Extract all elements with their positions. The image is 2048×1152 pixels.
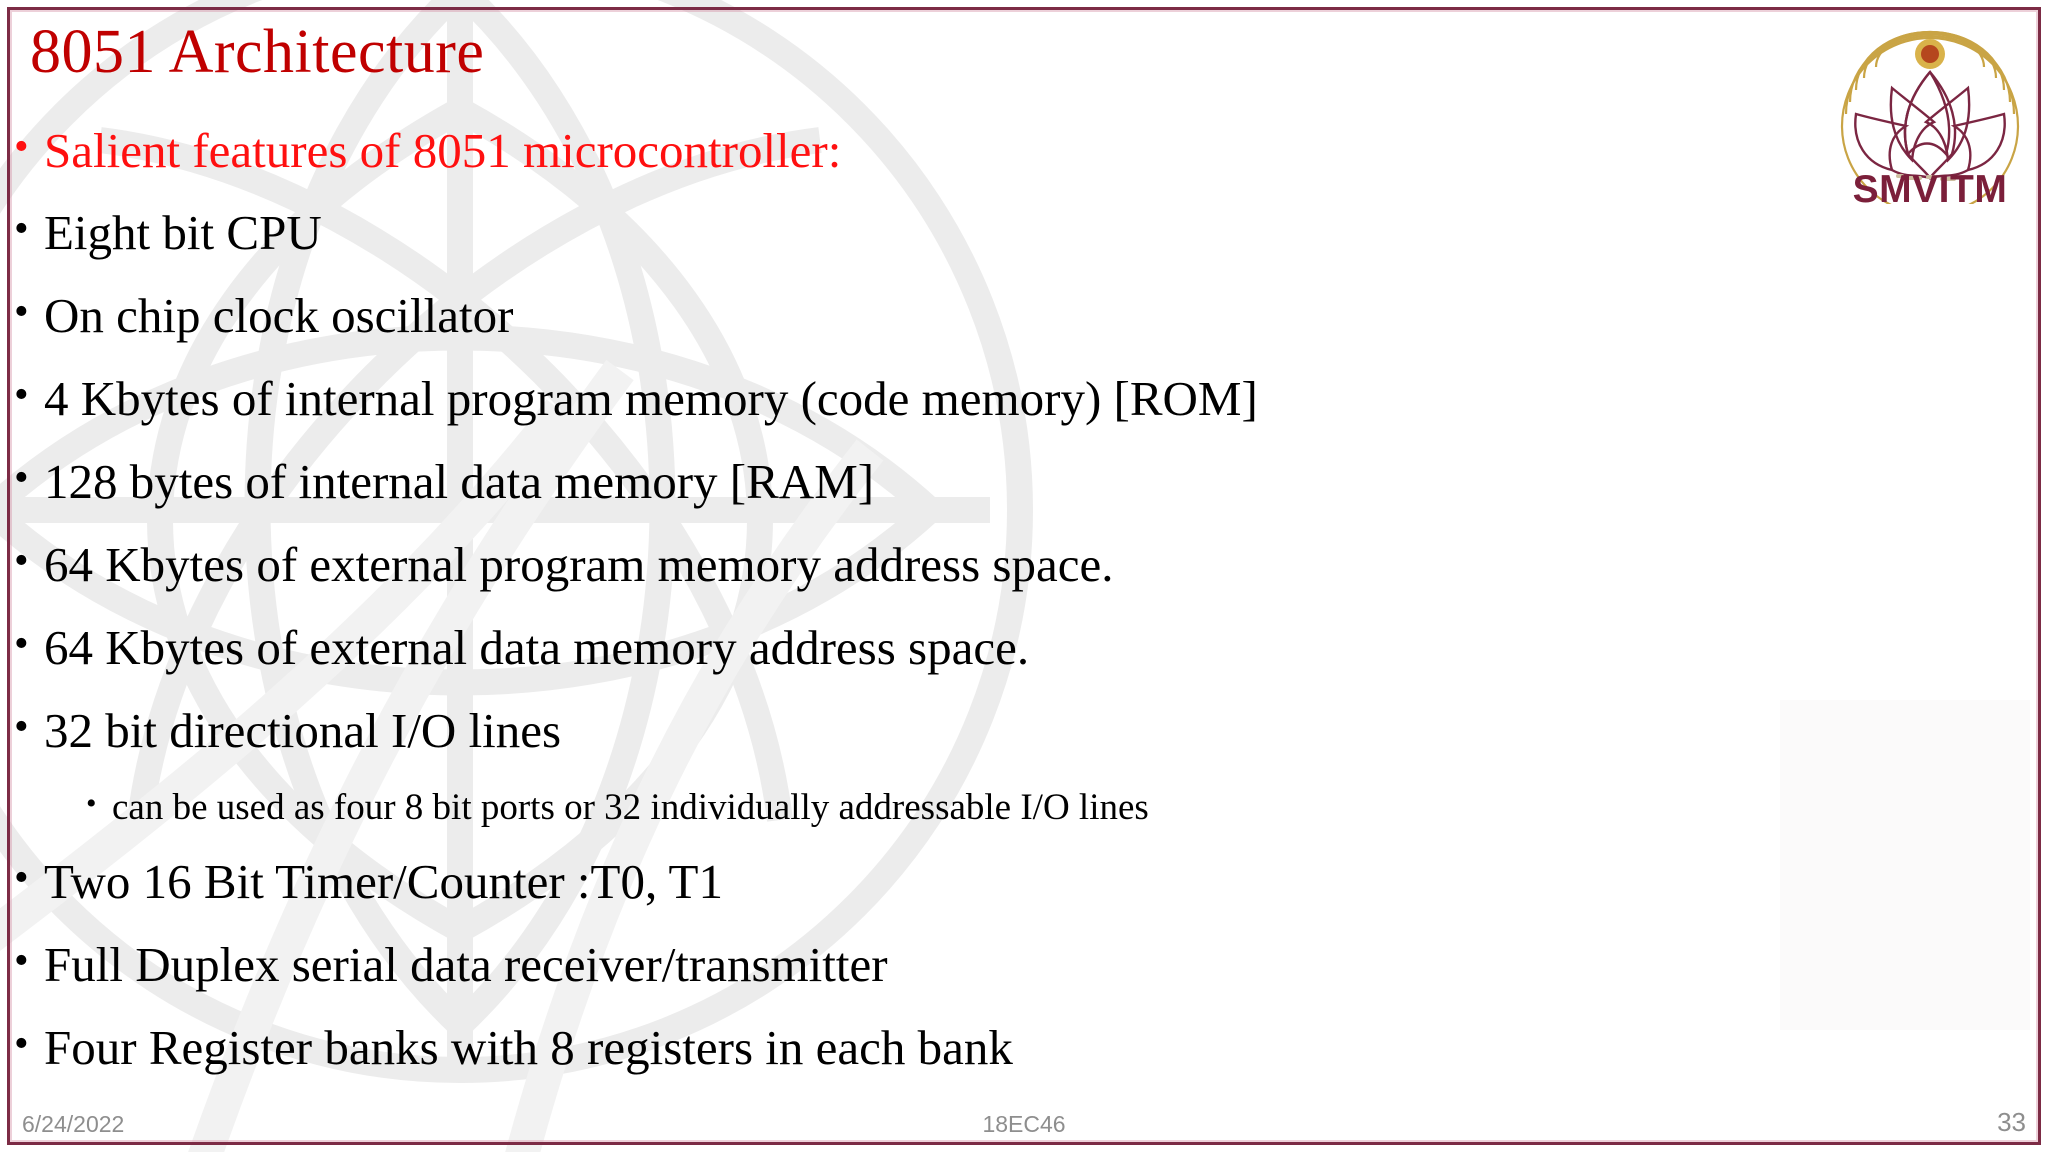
bullet-marker-icon: • <box>14 206 29 252</box>
bullet-text: Salient features of 8051 microcontroller… <box>44 123 842 178</box>
bullet-marker-icon: • <box>14 621 29 667</box>
bullet-marker-icon: • <box>14 289 29 335</box>
bullet-item: • Four Register banks with 8 registers in… <box>14 1023 1804 1072</box>
bullet-text: Full Duplex serial data receiver/transmi… <box>44 937 888 992</box>
bullet-item: • 64 Kbytes of external data memory addre… <box>14 623 1804 672</box>
bullet-marker-icon: • <box>14 372 29 418</box>
sub-bullet-item: • can be used as four 8 bit ports or 32 i… <box>86 787 1804 828</box>
bullet-marker-icon: • <box>14 1021 29 1067</box>
bullet-item: • 4 Kbytes of internal program memory (co… <box>14 374 1804 423</box>
bullet-item: • Full Duplex serial data receiver/transm… <box>14 940 1804 989</box>
bullet-text: Eight bit CPU <box>44 205 322 260</box>
bullet-text: 64 Kbytes of external program memory add… <box>44 537 1114 592</box>
bullet-item: • 32 bit directional I/O lines <box>14 706 1804 755</box>
bullet-item: • Salient features of 8051 microcontrolle… <box>14 126 1804 175</box>
bullet-item: • 128 bytes of internal data memory [RAM] <box>14 457 1804 506</box>
logo-sun <box>1915 39 1945 69</box>
bullet-marker-icon: • <box>14 455 29 501</box>
bullet-marker-icon: • <box>14 855 29 901</box>
bullet-marker-icon: • <box>86 787 97 820</box>
page-title: 8051 Architecture <box>30 18 485 86</box>
bullet-list: • Salient features of 8051 microcontrolle… <box>14 126 1804 1106</box>
logo-arcs <box>1840 30 2020 204</box>
logo-wordmark: SMVITM <box>1853 168 2008 204</box>
bullet-marker-icon: • <box>14 538 29 584</box>
footer-page-number: 33 <box>1997 1107 2026 1137</box>
bullet-item: • Eight bit CPU <box>14 208 1804 257</box>
bullet-text: 64 Kbytes of external data memory addres… <box>44 620 1030 675</box>
footer-course-code: 18EC46 <box>982 1111 1066 1137</box>
bullet-marker-icon: • <box>14 124 29 170</box>
bullet-item: • Two 16 Bit Timer/Counter :T0, T1 <box>14 857 1804 906</box>
bullet-text: 32 bit directional I/O lines <box>44 703 562 758</box>
smvitm-lotus-logo: SMVITM <box>1822 14 2038 204</box>
bullet-text: can be used as four 8 bit ports or 32 in… <box>112 787 1149 828</box>
logo-lotus <box>1854 69 2006 181</box>
bullet-item: • 64 Kbytes of external program memory ad… <box>14 540 1804 589</box>
bullet-text: 4 Kbytes of internal program memory (cod… <box>44 371 1258 426</box>
bullet-text: On chip clock oscillator <box>44 288 514 343</box>
bullet-item: • On chip clock oscillator <box>14 291 1804 340</box>
bullet-text: Two 16 Bit Timer/Counter :T0, T1 <box>44 854 723 909</box>
bullet-text: Four Register banks with 8 registers in … <box>44 1020 1013 1075</box>
decorative-pale-block <box>1780 700 2030 1030</box>
bullet-text: 128 bytes of internal data memory [RAM] <box>44 454 875 509</box>
logo-motto <box>1896 174 1967 181</box>
footer-date: 6/24/2022 <box>22 1111 125 1137</box>
bullet-marker-icon: • <box>14 938 29 984</box>
bullet-marker-icon: • <box>14 704 29 750</box>
